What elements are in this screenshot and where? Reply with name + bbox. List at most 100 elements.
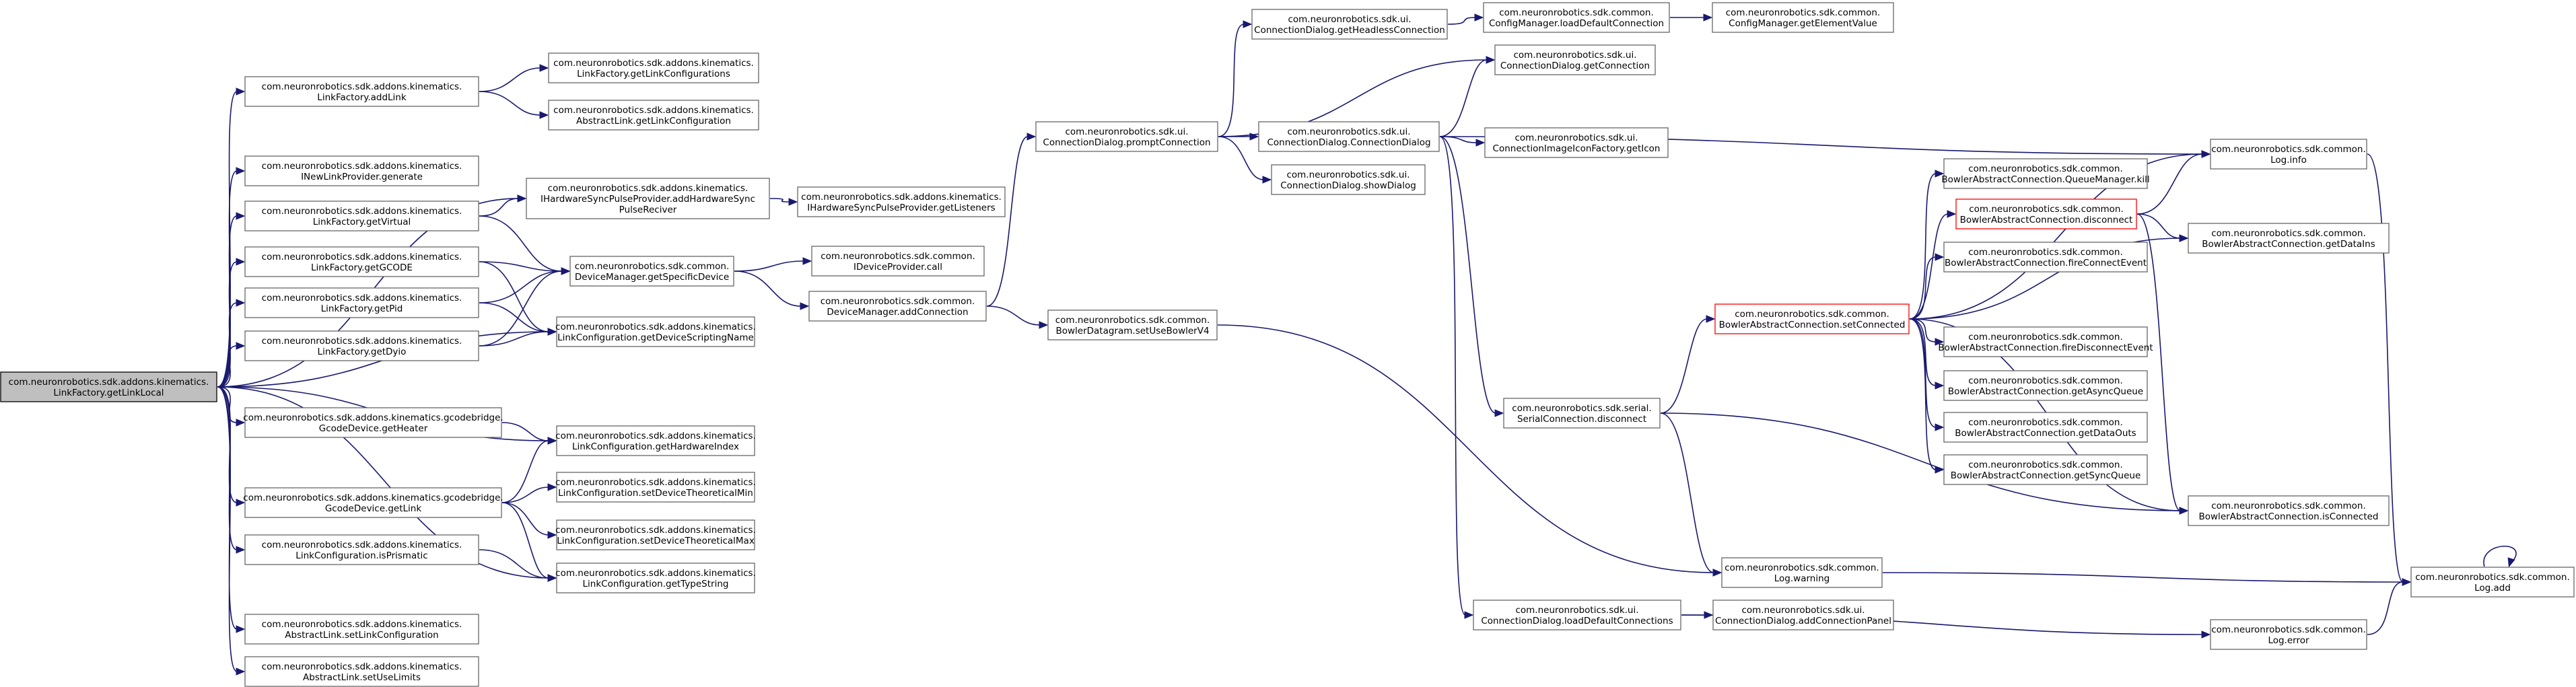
node-getIcon[interactable]: com.neuronrobotics.sdk.ui.ConnectionImag… xyxy=(1484,127,1669,158)
node-label-line: com.neuronrobotics.sdk.common. xyxy=(821,296,975,307)
node-label-line: LinkFactory.getPid xyxy=(321,303,403,314)
node-showDialog[interactable]: com.neuronrobotics.sdk.ui.ConnectionDial… xyxy=(1271,164,1426,195)
node-loadDefaultConnections[interactable]: com.neuronrobotics.sdk.ui.ConnectionDial… xyxy=(1473,600,1681,630)
node-setUseLimits[interactable]: com.neuronrobotics.sdk.addons.kinematics… xyxy=(244,656,479,687)
edge-setConnected-to-fireConnectEvent xyxy=(1909,253,1945,320)
edge-line xyxy=(501,422,549,441)
node-gcodeGetHeater[interactable]: com.neuronrobotics.sdk.addons.kinematics… xyxy=(243,407,503,438)
node-setLinkConfiguration[interactable]: com.neuronrobotics.sdk.addons.kinematics… xyxy=(244,614,479,645)
edge-arrowhead xyxy=(1706,315,1716,323)
node-root[interactable]: com.neuronrobotics.sdk.addons.kinematics… xyxy=(0,371,217,402)
node-logInfo[interactable]: com.neuronrobotics.sdk.common.Log.info xyxy=(2210,139,2367,170)
node-label-line: INewLinkProvider.generate xyxy=(301,172,423,182)
edge-arrowhead xyxy=(1494,409,1504,417)
node-label-line: com.neuronrobotics.sdk.ui. xyxy=(1065,126,1188,137)
node-getDeviceScriptingName[interactable]: com.neuronrobotics.sdk.addons.kinematics… xyxy=(555,316,756,347)
edge-line xyxy=(2367,581,2404,635)
node-label-line: ConnectionDialog.loadDefaultConnections xyxy=(1481,616,1673,626)
edge-line xyxy=(2136,153,2203,215)
node-getPid[interactable]: com.neuronrobotics.sdk.addons.kinematics… xyxy=(244,287,479,318)
edge-root-to-isPrismatic xyxy=(217,386,246,554)
node-promptConnection[interactable]: com.neuronrobotics.sdk.ui.ConnectionDial… xyxy=(1035,121,1218,152)
edge-line xyxy=(501,502,549,579)
edge-serialDisconnect-to-logWarning xyxy=(1660,412,1722,577)
node-label-line: BowlerAbstractConnection.getAsyncQueue xyxy=(1948,386,2143,397)
node-bacDisconnect[interactable]: com.neuronrobotics.sdk.common.BowlerAbst… xyxy=(1955,198,2137,229)
node-connectionDialog[interactable]: com.neuronrobotics.sdk.ui.ConnectionDial… xyxy=(1258,121,1440,152)
edge-getGCODE-to-getDeviceScriptingName xyxy=(479,261,557,336)
edge-arrowhead xyxy=(561,267,571,275)
node-isConnected[interactable]: com.neuronrobotics.sdk.common.BowlerAbst… xyxy=(2188,495,2390,526)
node-loadDefaultConnection[interactable]: com.neuronrobotics.sdk.common.ConfigMana… xyxy=(1483,2,1670,33)
node-getGCODE[interactable]: com.neuronrobotics.sdk.addons.kinematics… xyxy=(244,246,479,277)
node-getAsyncQueue[interactable]: com.neuronrobotics.sdk.common.BowlerAbst… xyxy=(1943,370,2148,401)
node-logWarning[interactable]: com.neuronrobotics.sdk.common.Log.warnin… xyxy=(1721,557,1883,588)
node-box xyxy=(1714,303,1910,334)
node-gcodeGetLink[interactable]: com.neuronrobotics.sdk.addons.kinematics… xyxy=(243,487,503,518)
node-logError[interactable]: com.neuronrobotics.sdk.common.Log.error xyxy=(2210,619,2367,650)
edge-connectionDialog-to-getConnection xyxy=(1439,56,1496,137)
node-label-line: com.neuronrobotics.sdk.addons.kinematics… xyxy=(555,568,756,579)
node-getVirtual[interactable]: com.neuronrobotics.sdk.addons.kinematics… xyxy=(244,201,479,231)
node-getElementValue[interactable]: com.neuronrobotics.sdk.common.ConfigMana… xyxy=(1712,2,1894,33)
node-box xyxy=(1251,9,1448,40)
node-getDyio[interactable]: com.neuronrobotics.sdk.addons.kinematics… xyxy=(244,330,479,361)
edge-line xyxy=(1909,318,1937,386)
edge-setConnected-to-bacDisconnect xyxy=(1909,210,1957,320)
node-getSyncQueue[interactable]: com.neuronrobotics.sdk.common.BowlerAbst… xyxy=(1943,454,2148,485)
node-logAdd[interactable]: com.neuronrobotics.sdk.common.Log.add xyxy=(2410,567,2575,598)
node-serialDisconnect[interactable]: com.neuronrobotics.sdk.serial.SerialConn… xyxy=(1503,398,1661,429)
node-label-line: DeviceManager.getSpecificDevice xyxy=(575,272,729,283)
edge-line xyxy=(2136,213,2181,239)
node-box xyxy=(1943,454,2148,485)
node-box xyxy=(1943,158,2148,189)
node-getSpecificDevice[interactable]: com.neuronrobotics.sdk.common.DeviceMana… xyxy=(569,256,734,287)
edge-connectionDialog-to-loadDefaultConnections xyxy=(1439,136,1474,619)
node-getHeadlessConnection[interactable]: com.neuronrobotics.sdk.ui.ConnectionDial… xyxy=(1251,9,1448,40)
node-getDataIns[interactable]: com.neuronrobotics.sdk.common.BowlerAbst… xyxy=(2188,223,2390,254)
node-addConnection[interactable]: com.neuronrobotics.sdk.common.DeviceMana… xyxy=(808,291,987,322)
node-box xyxy=(2210,619,2367,650)
node-addLink[interactable]: com.neuronrobotics.sdk.addons.kinematics… xyxy=(244,76,479,107)
edge-line xyxy=(1218,24,1245,137)
edge-addLink-to-getLinkConfigurations xyxy=(479,64,549,92)
edge-line xyxy=(1217,324,1714,573)
node-setDeviceTheoreticalMin[interactable]: com.neuronrobotics.sdk.addons.kinematics… xyxy=(555,472,756,503)
node-getTypeString[interactable]: com.neuronrobotics.sdk.addons.kinematics… xyxy=(555,563,756,593)
edge-arrowhead xyxy=(539,64,549,72)
node-queueManagerKill[interactable]: com.neuronrobotics.sdk.common.BowlerAbst… xyxy=(1941,158,2150,189)
edge-getPid-to-getSpecificDevice xyxy=(479,267,571,303)
node-iDeviceProviderCall[interactable]: com.neuronrobotics.sdk.common.IDevicePro… xyxy=(811,246,985,277)
edge-arrowhead xyxy=(547,531,557,539)
edge-arrowhead xyxy=(1249,133,1259,141)
node-label-line: Log.warning xyxy=(1774,573,1830,584)
edge-line xyxy=(479,198,519,217)
node-getLinkConfigurations[interactable]: com.neuronrobotics.sdk.addons.kinematics… xyxy=(548,52,759,83)
node-label-line: BowlerAbstractConnection.getSyncQueue xyxy=(1951,470,2141,481)
edge-line xyxy=(1447,17,1476,25)
node-setConnected[interactable]: com.neuronrobotics.sdk.common.BowlerAbst… xyxy=(1714,303,1910,334)
node-getHardwareIndex[interactable]: com.neuronrobotics.sdk.addons.kinematics… xyxy=(555,425,756,456)
node-box xyxy=(1721,557,1883,588)
node-getConnection[interactable]: com.neuronrobotics.sdk.ui.ConnectionDial… xyxy=(1494,44,1656,75)
node-box xyxy=(0,371,217,402)
edge-line xyxy=(217,91,238,388)
node-label-line: com.neuronrobotics.sdk.common. xyxy=(2211,501,2366,511)
node-label-line: com.neuronrobotics.sdk.common. xyxy=(1968,247,2123,258)
node-fireDisconnectEvent[interactable]: com.neuronrobotics.sdk.common.BowlerAbst… xyxy=(1938,326,2153,357)
node-label-line: com.neuronrobotics.sdk.addons.kinematics… xyxy=(262,619,462,630)
node-fireConnectEvent[interactable]: com.neuronrobotics.sdk.common.BowlerAbst… xyxy=(1943,242,2148,273)
node-label-line: BowlerAbstractConnection.disconnect xyxy=(1960,215,2133,225)
node-label-line: com.neuronrobotics.sdk.common. xyxy=(2211,228,2366,239)
node-getListeners[interactable]: com.neuronrobotics.sdk.addons.kinematics… xyxy=(797,186,1006,217)
node-abstractGetLinkConfiguration[interactable]: com.neuronrobotics.sdk.addons.kinematics… xyxy=(548,100,759,131)
node-addConnectionPanel[interactable]: com.neuronrobotics.sdk.ui.ConnectionDial… xyxy=(1712,600,1894,630)
node-setDeviceTheoreticalMax[interactable]: com.neuronrobotics.sdk.addons.kinematics… xyxy=(555,519,756,550)
node-iNewLinkProvider[interactable]: com.neuronrobotics.sdk.addons.kinematics… xyxy=(244,155,479,186)
node-label-line: com.neuronrobotics.sdk.ui. xyxy=(1287,126,1410,137)
node-getDataOuts[interactable]: com.neuronrobotics.sdk.common.BowlerAbst… xyxy=(1943,412,2148,443)
node-setUseBowlerV4[interactable]: com.neuronrobotics.sdk.common.BowlerData… xyxy=(1047,310,1218,340)
node-isPrismatic[interactable]: com.neuronrobotics.sdk.addons.kinematics… xyxy=(244,534,479,565)
node-addHardwareSync[interactable]: com.neuronrobotics.sdk.addons.kinematics… xyxy=(526,178,770,219)
edge-arrowhead xyxy=(1474,13,1484,22)
